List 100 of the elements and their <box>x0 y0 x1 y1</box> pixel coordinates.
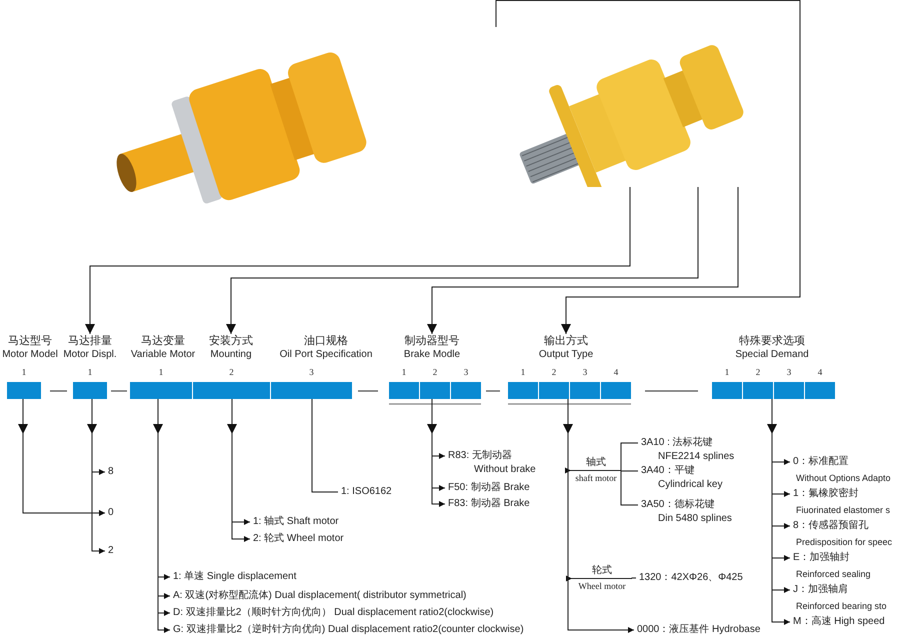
arrow <box>227 398 237 434</box>
position-number: 4 <box>614 366 618 378</box>
position-number: 1 <box>520 366 526 378</box>
option-label: Without brake <box>473 463 536 477</box>
option-label: Predisposition for speec <box>795 536 892 549</box>
option-label: J：加强轴肩 <box>793 582 848 597</box>
code-segment <box>570 382 600 399</box>
branch-line <box>92 434 106 554</box>
option-label: R83: 无制动器 <box>448 449 512 463</box>
code-segment <box>130 382 192 399</box>
field-subtitle: Mounting <box>210 348 252 362</box>
option-label: 3A40：平键 <box>641 464 694 478</box>
option-label: 1: 单速 Single displacement <box>170 570 296 584</box>
field-subtitle: Variable Motor <box>130 348 196 362</box>
option-label: E：加强轴封 <box>793 550 850 565</box>
option-label: M：高速 High speed <box>790 614 885 630</box>
position-number: 3 <box>464 366 468 378</box>
option-label: F83: 制动器 Brake <box>445 497 530 511</box>
position-number: 2 <box>552 366 556 378</box>
branch-line <box>432 434 446 507</box>
position-number: 1 <box>402 366 406 378</box>
branch-line <box>620 470 638 506</box>
position-number: 1 <box>22 366 26 378</box>
branch-line <box>620 470 638 472</box>
code-segment <box>389 382 419 399</box>
code-segment <box>7 382 41 399</box>
arrow <box>427 398 437 434</box>
arrow <box>767 398 777 434</box>
code-segment <box>420 382 450 399</box>
field-title: 输出方式 <box>544 334 588 348</box>
position-number: 2 <box>229 366 234 378</box>
leader-arrow <box>496 0 800 334</box>
option-label: Din 5480 splines <box>657 512 732 526</box>
branch-label: 轮式 <box>592 564 612 578</box>
position-number: 2 <box>432 366 438 378</box>
position-number: 1 <box>158 366 164 378</box>
position-number: 3 <box>309 366 314 378</box>
position-number: 4 <box>818 366 822 378</box>
arrow <box>153 398 163 434</box>
field-subtitle: Motor Model <box>2 348 58 362</box>
position-number: 1 <box>724 366 730 378</box>
option-label: Reinforced sealing <box>795 568 871 581</box>
field-title: 马达变量 <box>141 334 185 348</box>
arrow <box>18 398 28 434</box>
option-label: Fiuorinated elastomer s <box>795 504 890 517</box>
option-label: F50: 制动器 Brake <box>445 481 530 495</box>
field-subtitle: Output Type <box>538 348 594 362</box>
code-segment <box>805 382 835 399</box>
option-label: G: 双速排量比2（逆时针方向优向) Dual displacement ratio2(counter clockwise) <box>170 623 524 637</box>
option-label: 3A10 : 法标花键 <box>641 436 713 450</box>
position-number: 2 <box>756 366 760 378</box>
leader-arrow <box>427 186 738 334</box>
branch-line <box>632 578 636 579</box>
option-label: 2: 轮式 Wheel motor <box>250 532 344 546</box>
code-segment <box>73 382 107 399</box>
branch-label: Wheel motor <box>578 580 626 593</box>
code-segment <box>193 382 270 399</box>
field-title: 油口规格 <box>304 334 348 348</box>
option-label: 0 <box>105 506 114 520</box>
branch-label: shaft motor <box>575 472 617 485</box>
field-title: 马达排量 <box>68 334 112 348</box>
code-segment <box>539 382 569 399</box>
position-number: 3 <box>582 366 588 378</box>
branch-line <box>232 434 250 542</box>
option-label: 0000：液压基件 Hydrobase <box>634 623 760 637</box>
field-subtitle: Special Demand <box>735 348 809 362</box>
option-label: 1320：42XΦ26、Φ425 <box>636 571 743 585</box>
field-title: 特殊要求选项 <box>739 334 805 348</box>
option-label: 2 <box>105 544 114 558</box>
option-label: 1: 轴式 Shaft motor <box>250 515 339 529</box>
code-segment <box>508 382 538 399</box>
code-segment <box>712 382 742 399</box>
field-title: 制动器型号 <box>404 334 460 348</box>
option-label: 8：传感器预留孔 <box>793 518 869 533</box>
option-label: A: 双速(对称型配流体) Dual displacement( distributor symmetrical) <box>170 589 466 603</box>
field-title: 安装方式 <box>209 334 253 348</box>
leader-arrow <box>226 186 698 334</box>
branch-line <box>620 442 638 471</box>
option-label: Reinforced bearing sto <box>795 600 887 613</box>
option-label: 0：标准配置 <box>793 454 849 469</box>
option-label: 8 <box>105 465 114 479</box>
leader-arrow <box>85 186 630 334</box>
option-label: Without Options Adapto <box>795 472 891 485</box>
position-number: 3 <box>786 366 792 378</box>
option-label: 3A50：德标花键 <box>641 498 714 512</box>
branch-line <box>772 434 790 625</box>
code-segment <box>271 382 352 399</box>
option-label: Cylindrical key <box>657 478 722 492</box>
branch-label: 轴式 <box>586 456 606 470</box>
option-label: D: 双速排量比2（顺时针方向优向） Dual displacement ratio2(clockwise) <box>170 606 494 620</box>
field-title: 马达型号 <box>8 334 52 348</box>
field-subtitle: Motor Displ. <box>63 348 117 362</box>
code-segment <box>601 382 631 399</box>
branch-line <box>312 398 338 492</box>
code-segment <box>743 382 773 399</box>
arrow <box>87 398 97 434</box>
position-number: 1 <box>88 366 92 378</box>
arrow <box>563 398 573 434</box>
code-segment <box>451 382 481 399</box>
option-label: NFE2214 splines <box>657 450 734 464</box>
